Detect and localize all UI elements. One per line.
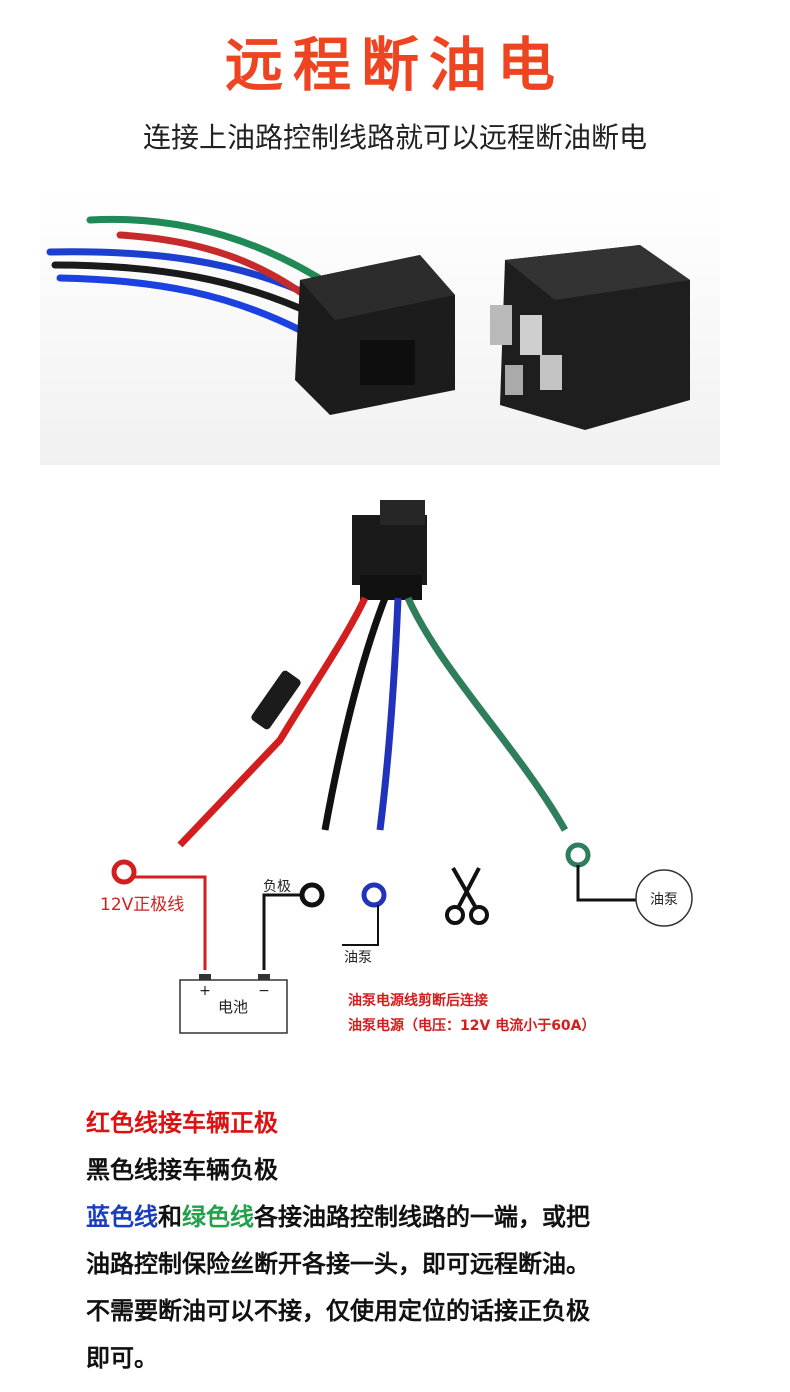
battery-plus: + <box>199 983 211 999</box>
inline-fuse <box>251 670 301 730</box>
blue-lead <box>342 905 379 946</box>
note-fuse: 油路控制保险丝断开各接一头，即可远程断油。 <box>86 1250 590 1278</box>
note-blue-label: 蓝色线 <box>86 1203 158 1231</box>
wiring-diagram: 12V正极线 负极 油泵 油泵 + − 电池 油泵电源线剪断后连接 油泵电源（电… <box>100 500 693 1034</box>
pump-device <box>635 869 693 927</box>
page-title: 远程断油电 <box>224 31 565 99</box>
page-subtitle: 连接上油路控制线路就可以远程断油断电 <box>142 121 647 154</box>
blue-wire <box>376 597 402 831</box>
note-red-wire: 红色线接车辆正极 <box>86 1109 278 1137</box>
note-and: 和 <box>158 1203 182 1231</box>
scissors-icon <box>445 867 489 925</box>
green-lead <box>576 865 636 902</box>
relay-socket <box>295 255 455 415</box>
harness-wires <box>46 215 334 334</box>
note-green-label: 绿色线 <box>182 1203 254 1231</box>
label-pump-wire: 油泵 <box>344 950 372 966</box>
note-blue-green-wire: 蓝色线和绿色线各接油路控制线路的一端，或把 <box>86 1194 726 1241</box>
red-wire <box>177 596 369 848</box>
black-wire <box>321 596 389 831</box>
label-negative: 负极 <box>263 879 291 895</box>
label-battery: 电池 <box>218 998 248 1016</box>
note-end: 即可。 <box>86 1344 158 1372</box>
green-terminal <box>565 842 591 868</box>
battery: + − 电池 <box>179 974 288 1034</box>
red-lead <box>134 875 207 970</box>
blue-terminal <box>361 882 387 908</box>
note-optional: 不需要断油可以不接，仅使用定位的话接正负极 <box>86 1297 590 1325</box>
diagram-relay-socket <box>352 500 427 600</box>
diagram-note-1: 油泵电源线剪断后连接 <box>348 992 488 1009</box>
battery-minus: − <box>258 983 270 999</box>
relay-module <box>490 245 690 430</box>
diagram-note-2: 油泵电源（电压：12V 电流小于60A） <box>348 1017 596 1034</box>
red-terminal <box>111 859 137 885</box>
relay-product-photo <box>40 190 720 465</box>
note-black-wire: 黑色线接车辆负极 <box>86 1156 278 1184</box>
wiring-notes: 红色线接车辆正极 黑色线接车辆负极 蓝色线和绿色线各接油路控制线路的一端，或把 … <box>86 1100 726 1382</box>
black-lead <box>262 893 302 970</box>
label-pump-device: 油泵 <box>650 892 678 908</box>
green-wire <box>404 596 569 832</box>
note-rest: 各接油路控制线路的一端，或把 <box>254 1203 590 1231</box>
label-12v: 12V正极线 <box>100 895 184 915</box>
black-terminal <box>299 882 325 908</box>
